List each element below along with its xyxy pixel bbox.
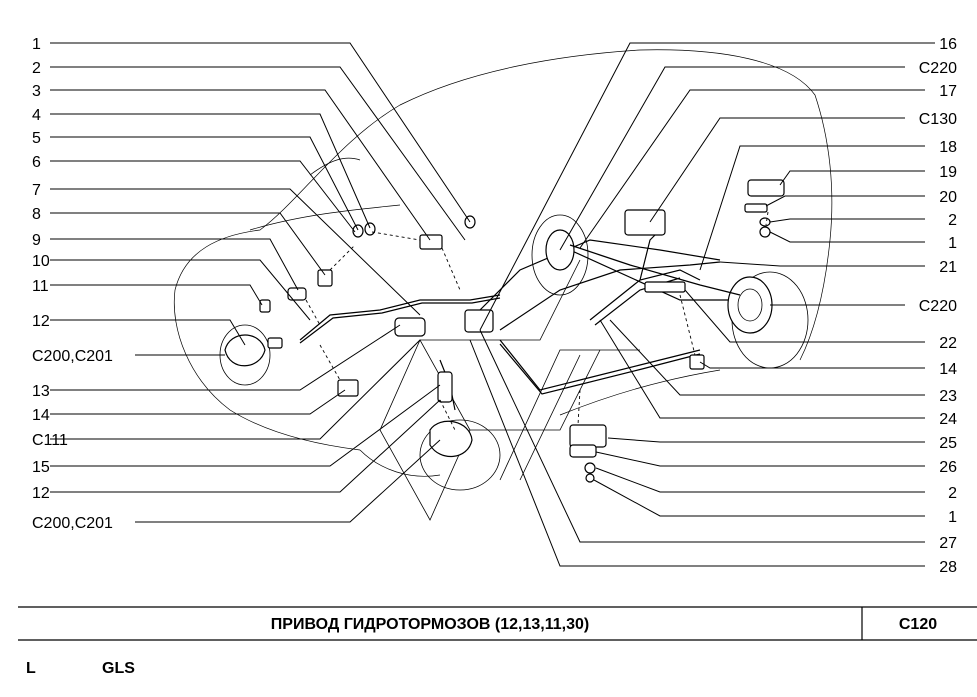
diagram-code: C120 [899,616,937,633]
callout-1-right: 1 [948,235,957,252]
callout-20: 20 [939,189,957,206]
callout-c111: C111 [32,432,68,449]
right-labels: 16 C220 17 C130 18 19 20 2 1 21 C220 22 … [919,36,957,576]
callout-14: 14 [32,407,50,424]
title-block: ПРИВОД ГИДРОТОРМОЗОВ (12,13,11,30) C120 … [18,606,977,677]
callout-27: 27 [939,535,957,552]
callout-8: 8 [32,206,41,223]
brake-parts [224,179,785,483]
callout-1: 1 [32,36,41,53]
callout-12: 12 [32,313,50,330]
callout-24: 24 [939,411,957,428]
callout-c130: C130 [919,111,957,128]
callout-22: 22 [939,335,957,352]
callout-16: 16 [939,36,957,53]
callout-3: 3 [32,83,41,100]
callout-13: 13 [32,383,50,400]
callout-26: 26 [939,459,957,476]
callout-c200-c201: C200,C201 [32,348,113,365]
callout-19: 19 [939,164,957,181]
callout-21: 21 [939,259,957,276]
callout-5: 5 [32,130,41,147]
callout-1-lower-right: 1 [948,509,957,526]
assembly-dash-lines [305,211,769,431]
callout-23: 23 [939,388,957,405]
brake-pipes [299,224,740,411]
callout-c200-c201-lower: C200,C201 [32,515,113,532]
leader-lines [50,42,935,567]
left-labels: 1 2 3 4 5 6 7 8 9 10 11 12 C200,C201 13 … [32,36,113,532]
callout-10: 10 [32,253,50,270]
callout-c220-lower: C220 [919,298,957,315]
callout-25: 25 [939,435,957,452]
callout-2: 2 [32,60,41,77]
market-code: L [26,660,36,677]
callout-6: 6 [32,154,41,171]
callout-7: 7 [32,182,41,199]
callout-c220: C220 [919,60,957,77]
callout-11: 11 [32,278,49,295]
callout-9: 9 [32,232,41,249]
diagram-title: ПРИВОД ГИДРОТОРМОЗОВ (12,13,11,30) [271,616,589,633]
callout-12-lower: 12 [32,485,50,502]
callout-15: 15 [32,459,50,476]
callout-4: 4 [32,107,41,124]
callout-2-lower-right: 2 [948,485,957,502]
callout-28: 28 [939,559,957,576]
trim-level: GLS [102,660,135,677]
callout-14-right: 14 [939,361,957,378]
callout-18: 18 [939,139,957,156]
watermark-lines [379,259,640,521]
callout-2-right: 2 [948,212,957,229]
callout-17: 17 [939,83,957,100]
